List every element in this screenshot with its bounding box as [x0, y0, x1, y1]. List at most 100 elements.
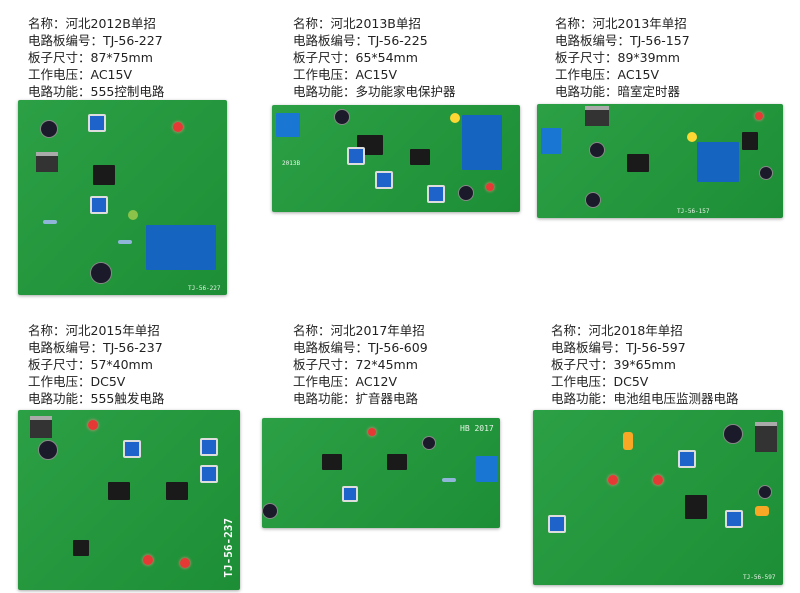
voltage-regulator [755, 422, 777, 452]
push-button [73, 540, 89, 556]
working-voltage: 工作电压：AC15V [293, 67, 398, 82]
voltage-regulator [585, 106, 609, 126]
ic-chip [627, 154, 649, 172]
board-size: 板子尺寸：65*54mm [293, 50, 418, 65]
potentiometer [725, 510, 743, 528]
ic-chip [93, 165, 115, 185]
board-silkscreen-label: TJ-56-597 [743, 574, 776, 581]
board-code: 电路板编号：TJ-56-225 [293, 33, 428, 48]
potentiometer [88, 114, 106, 132]
capacitor [589, 142, 605, 158]
pcb-photo-6: TJ-56-597 [533, 410, 783, 585]
resistor [118, 240, 132, 244]
working-voltage: 工作电压：DC5V [28, 374, 126, 389]
working-voltage: 工作电压：AC12V [293, 374, 398, 389]
led-red [88, 420, 98, 430]
circuit-function: 电路功能：555控制电路 [28, 84, 165, 99]
circuit-function: 电路功能：电池组电压监测器电路 [551, 391, 739, 406]
board-size: 板子尺寸：57*40mm [28, 357, 153, 372]
capacitor [458, 185, 474, 201]
board-silkscreen-label: HB 2017 [460, 424, 494, 433]
board-silkscreen-label: TJ-56-227 [188, 285, 221, 292]
circuit-function: 电路功能：扩音器电路 [293, 391, 419, 406]
capacitor [90, 262, 112, 284]
ic-chip [742, 132, 758, 150]
product-name: 名称：河北2017年单招 [293, 323, 425, 338]
relay [697, 142, 739, 182]
product-info-4: 名称：河北2015年单招 电路板编号：TJ-56-237 板子尺寸：57*40m… [28, 322, 164, 407]
led-red [755, 112, 763, 120]
capacitor [623, 432, 633, 450]
capacitor [40, 120, 58, 138]
terminal-block [541, 128, 561, 154]
led-red [608, 475, 618, 485]
product-info-1: 名称：河北2012B单招 电路板编号：TJ-56-227 板子尺寸：87*75m… [28, 15, 164, 100]
pcb-photo-4: TJ-56-237 [18, 410, 240, 590]
relay [146, 225, 216, 270]
board-code: 电路板编号：TJ-56-609 [293, 340, 428, 355]
circuit-function: 电路功能：暗室定时器 [555, 84, 681, 99]
pcb-photo-5: HB 2017 [262, 418, 500, 528]
potentiometer [347, 147, 365, 165]
resistor [442, 478, 456, 482]
pcb-photo-2: 2013B [272, 105, 520, 212]
board-size: 板子尺寸：39*65mm [551, 357, 676, 372]
capacitor [38, 440, 58, 460]
led-green [128, 210, 138, 220]
product-name: 名称：河北2015年单招 [28, 323, 160, 338]
led-red [368, 428, 376, 436]
terminal-block [276, 113, 300, 137]
led-yellow [450, 113, 460, 123]
potentiometer [90, 196, 108, 214]
capacitor [422, 436, 436, 450]
ic-chip [166, 482, 188, 500]
potentiometer [342, 486, 358, 502]
ic-chip [685, 495, 707, 519]
resistor [43, 220, 57, 224]
product-info-2: 名称：河北2013B单招 电路板编号：TJ-56-225 板子尺寸：65*54m… [293, 15, 456, 100]
led-yellow [687, 132, 697, 142]
circuit-function: 电路功能：555触发电路 [28, 391, 165, 406]
led-red [143, 555, 153, 565]
product-info-3: 名称：河北2013年单招 电路板编号：TJ-56-157 板子尺寸：89*39m… [555, 15, 690, 100]
product-name: 名称：河北2013年单招 [555, 16, 687, 31]
capacitor [585, 192, 601, 208]
potentiometer [548, 515, 566, 533]
potentiometer [427, 185, 445, 203]
capacitor [758, 485, 772, 499]
pcb-photo-3: TJ-56-157 [537, 104, 783, 218]
potentiometer [200, 465, 218, 483]
board-size: 板子尺寸：89*39mm [555, 50, 680, 65]
product-name: 名称：河北2013B单招 [293, 16, 421, 31]
potentiometer [123, 440, 141, 458]
capacitor [334, 109, 350, 125]
led-red [653, 475, 663, 485]
board-code: 电路板编号：TJ-56-157 [555, 33, 690, 48]
working-voltage: 工作电压：AC15V [555, 67, 660, 82]
capacitor [755, 506, 769, 516]
product-name: 名称：河北2012B单招 [28, 16, 156, 31]
working-voltage: 工作电压：AC15V [28, 67, 133, 82]
pcb-photo-1: TJ-56-227 [18, 100, 227, 295]
board-size: 板子尺寸：72*45mm [293, 357, 418, 372]
board-code: 电路板编号：TJ-56-227 [28, 33, 163, 48]
voltage-regulator [36, 152, 58, 172]
capacitor [759, 166, 773, 180]
led-red [486, 183, 494, 191]
led-red [180, 558, 190, 568]
potentiometer [375, 171, 393, 189]
board-code: 电路板编号：TJ-56-237 [28, 340, 163, 355]
ic-chip [108, 482, 130, 500]
product-info-5: 名称：河北2017年单招 电路板编号：TJ-56-609 板子尺寸：72*45m… [293, 322, 428, 407]
relay [462, 115, 502, 170]
potentiometer [678, 450, 696, 468]
ic-chip [387, 454, 407, 470]
ic-chip [322, 454, 342, 470]
circuit-function: 电路功能：多功能家电保护器 [293, 84, 456, 99]
board-silkscreen-label: TJ-56-157 [677, 208, 710, 215]
board-size: 板子尺寸：87*75mm [28, 50, 153, 65]
board-silkscreen-label: 2013B [282, 160, 301, 167]
potentiometer [200, 438, 218, 456]
voltage-regulator [30, 416, 52, 438]
capacitor [723, 424, 743, 444]
